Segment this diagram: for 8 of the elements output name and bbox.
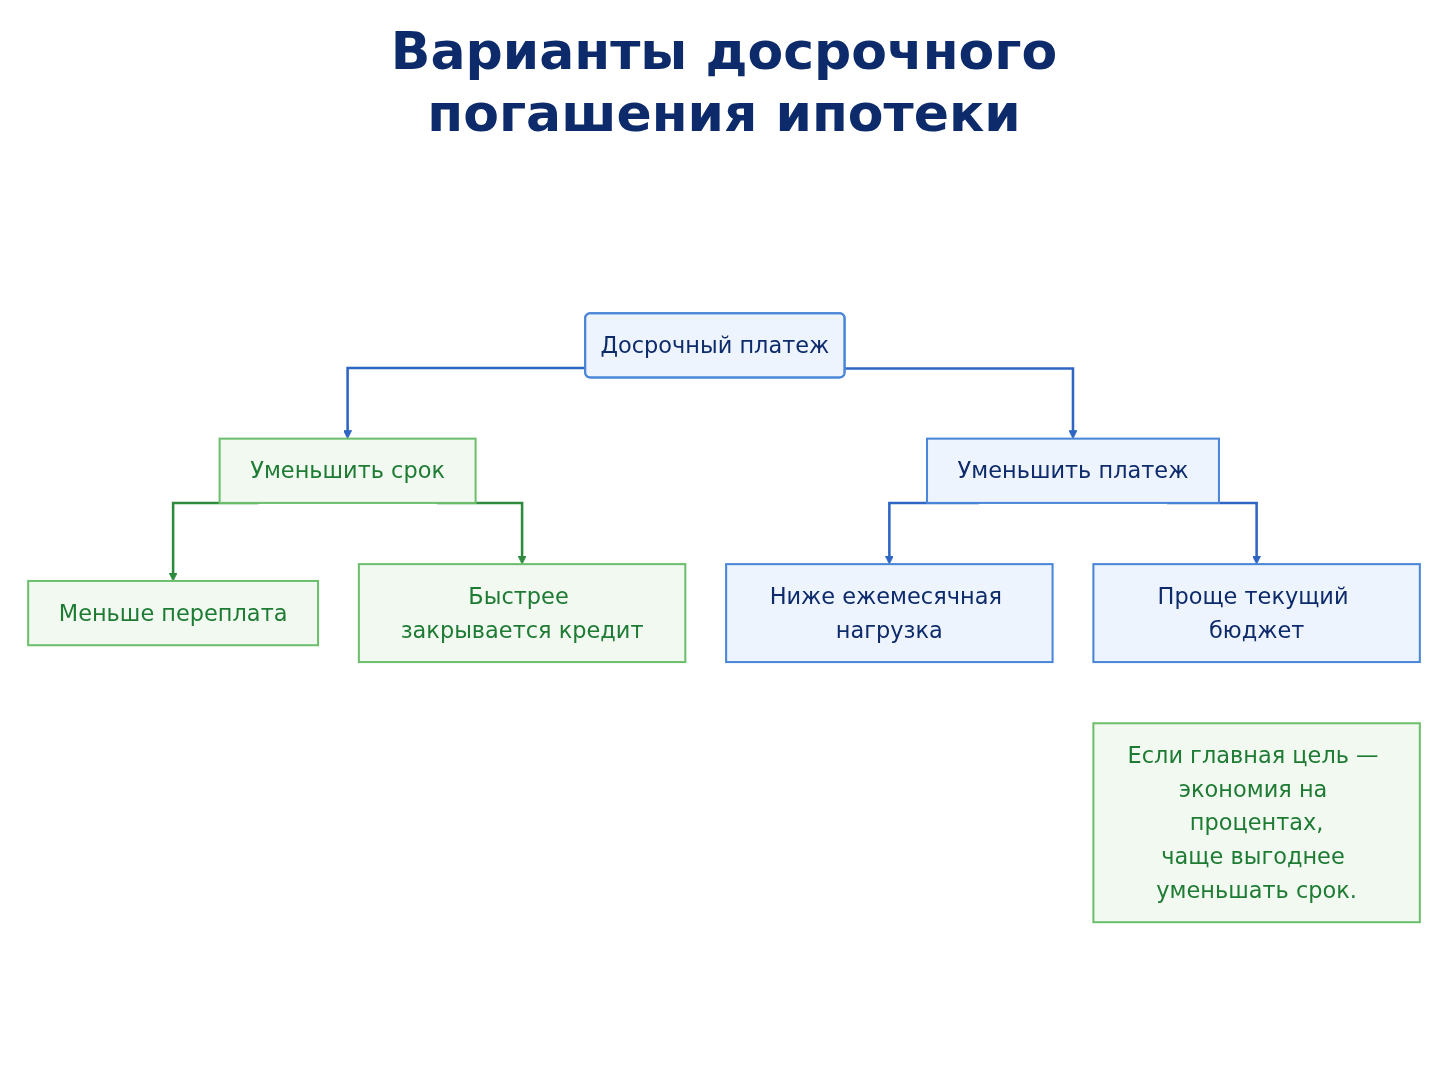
node-box: Уменьшить срок	[218, 437, 477, 505]
node-box: Быстрее закрывается кредит	[357, 563, 687, 664]
node-box: Если главная цель — экономия на процентах, чаще выгоднее уменьшать срок.	[1092, 722, 1421, 924]
node-box: Проще текущий бюджет	[1092, 563, 1421, 664]
title: Варианты досрочного погашения ипотеки	[389, 20, 1059, 145]
node-box: Ниже ежемесячная нагрузка	[725, 563, 1054, 664]
node-box: Уменьшить платеж	[926, 437, 1220, 505]
node-box: Меньше переплата	[27, 580, 320, 647]
